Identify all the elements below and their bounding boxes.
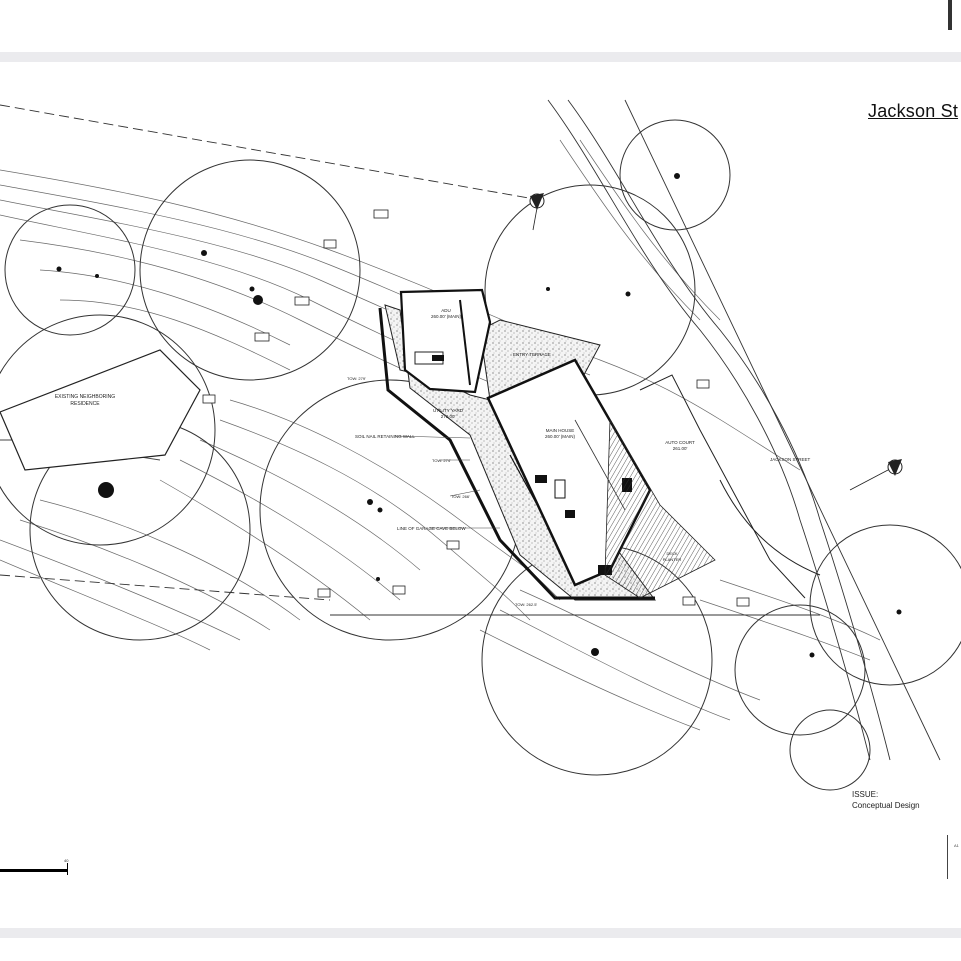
- scale-bar-number: 40: [64, 858, 69, 863]
- auto-court: AUTO COURT 261.00': [639, 374, 821, 599]
- site-plan-drawing: EXISTING NEIGHBORING RESIDENCE ADU 260.0…: [0, 99, 961, 791]
- soil-nail-wall-label: SOIL NAIL RETAINING WALL: [355, 434, 415, 439]
- auto-court-elevation: 261.00': [673, 446, 688, 451]
- entry-terrace-label: ENTRY TERRACE: [513, 352, 551, 357]
- scale-bar: [0, 869, 68, 872]
- scale-bar-tick: [67, 863, 68, 875]
- garage-cave-label: LINE OF GARAGE CAVE BELOW: [397, 526, 466, 531]
- auto-court-label: AUTO COURT: [665, 440, 695, 445]
- existing-neighboring-residence: EXISTING NEIGHBORING RESIDENCE: [0, 349, 201, 471]
- utility-yard-label: UTILITY YARD: [433, 408, 464, 413]
- adu-building: ADU 260.00' (MAIN): [399, 288, 492, 394]
- viewer-top-separator: [0, 52, 961, 62]
- north-arrow-icon: [529, 193, 903, 491]
- tow-label-4: TOW: 262.5': [515, 602, 537, 607]
- jackson-street-label: JACKSON STREET: [770, 457, 811, 462]
- sheet-title: Jackson St: [868, 101, 959, 121]
- existing-residence-label-2: RESIDENCE: [70, 401, 100, 407]
- adu-label: ADU: [441, 308, 451, 313]
- page-edge-mark: [948, 0, 952, 30]
- survey-markers: [202, 209, 750, 607]
- tow-label-2: TOW: 274': [432, 458, 451, 463]
- issue-label: ISSUE:: [852, 790, 879, 799]
- issue-value: Conceptual Design: [852, 801, 920, 810]
- main-house-label: MAIN HOUSE: [546, 428, 575, 433]
- titleblock-tag: A1: [954, 843, 959, 848]
- existing-residence-label-1: EXISTING NEIGHBORING: [55, 394, 115, 400]
- adu-elevation: 260.00' (MAIN): [431, 314, 462, 319]
- tree-trunks: [56, 173, 902, 658]
- viewer-bottom-separator: [0, 928, 961, 938]
- main-house-elevation: 260.00' (MAIN): [545, 434, 576, 439]
- property-lines: [0, 99, 941, 761]
- tow-label-3: TOW: 266': [451, 494, 470, 499]
- soil-nail-retaining-wall: [378, 307, 655, 600]
- tow-label-1: TOW: 279': [347, 376, 366, 381]
- topographic-contours: [0, 139, 881, 731]
- annotation-leaders: [394, 435, 500, 529]
- deck-label: DECK: [666, 551, 677, 556]
- utility-yard-elevation: 270.00': [441, 414, 456, 419]
- planter-label: PLANTER: [663, 557, 682, 562]
- titleblock-divider: [947, 835, 948, 879]
- deck-area: DECK PLANTER: [604, 418, 716, 599]
